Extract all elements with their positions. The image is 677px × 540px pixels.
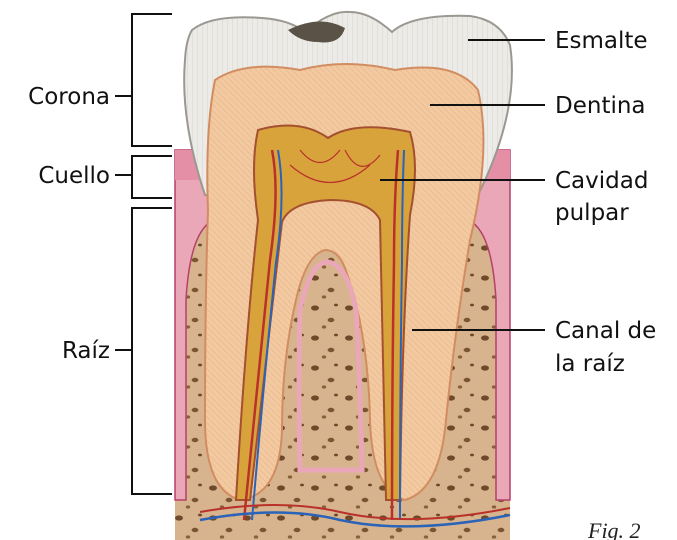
label-corona: Corona <box>28 84 110 110</box>
label-canal-2: la raíz <box>555 351 625 377</box>
left-brackets <box>115 14 172 494</box>
label-cuello: Cuello <box>38 163 110 189</box>
bracket-cuello <box>115 156 172 198</box>
label-canal-1: Canal de <box>555 318 656 344</box>
bracket-corona <box>115 14 172 146</box>
label-cavidad-1: Cavidad <box>555 168 648 194</box>
figure-caption: Fig. 2 <box>587 518 641 540</box>
label-cavidad-2: pulpar <box>555 200 629 226</box>
label-raiz: Raíz <box>62 338 110 364</box>
bracket-raiz <box>115 208 172 494</box>
label-dentina: Dentina <box>555 93 646 119</box>
inter-root-bone <box>299 262 362 470</box>
label-esmalte: Esmalte <box>555 28 648 54</box>
